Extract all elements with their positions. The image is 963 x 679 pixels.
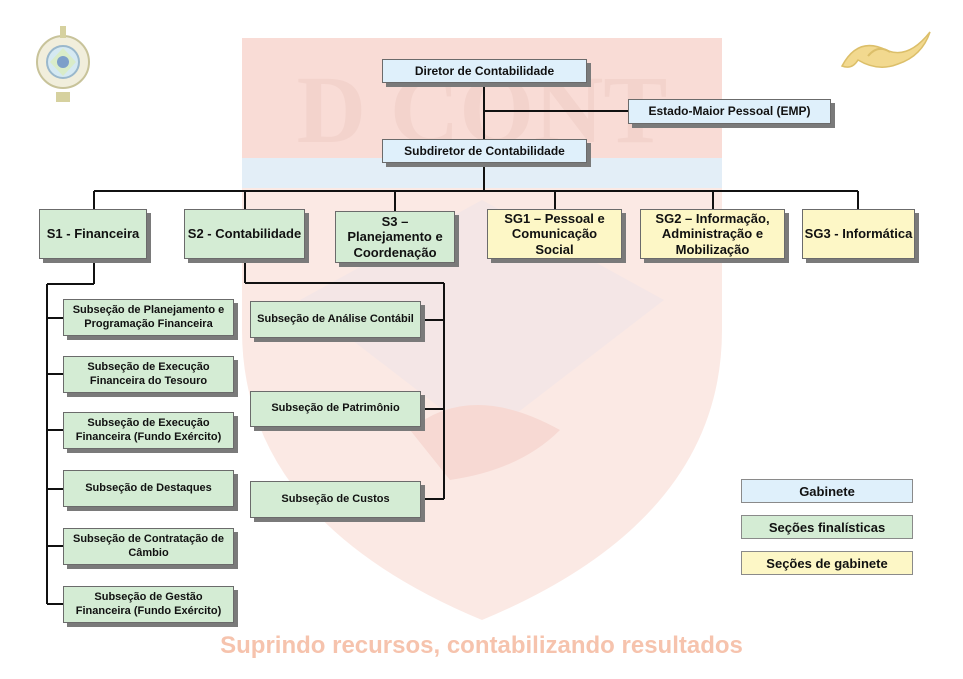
s2-subsection-2: Subseção de Patrimônio	[250, 391, 421, 427]
director-label: Diretor de Contabilidade	[414, 63, 555, 78]
section-sg3: SG3 - Informática	[802, 209, 915, 259]
section-sg2: SG2 – Informação, Administração e Mobili…	[640, 209, 785, 259]
gold-ornament-icon	[840, 31, 931, 68]
s1-subsection-1-label: Subseção de Planejamento e Programação F…	[72, 304, 225, 330]
s1-subsection-1: Subseção de Planejamento e Programação F…	[63, 299, 234, 336]
s1-subsection-4-label: Subseção de Destaques	[85, 481, 212, 494]
s1-subsection-3-label: Subseção de Execução Financeira (Fundo E…	[75, 417, 222, 443]
legend-secoes-gabinete-label: Seções de gabinete	[766, 555, 888, 571]
s1-subsection-2-label: Subseção de Execução Financeira do Tesou…	[87, 361, 210, 387]
army-emblem-icon	[36, 26, 90, 102]
section-sg2-label: SG2 – Informação, Administração e Mobili…	[655, 210, 770, 257]
s1-subsection-3: Subseção de Execução Financeira (Fundo E…	[63, 412, 234, 449]
s2-subsection-1-label: Subseção de Análise Contábil	[257, 312, 414, 325]
section-s2: S2 - Contabilidade	[184, 209, 305, 259]
staff-label: Estado-Maior Pessoal (EMP)	[648, 104, 811, 119]
legend-secoes-gabinete: Seções de gabinete	[741, 551, 913, 575]
section-sg3-label: SG3 - Informática	[804, 226, 913, 242]
staff-box: Estado-Maior Pessoal (EMP)	[628, 99, 831, 124]
slogan: Suprindo recursos, contabilizando result…	[220, 632, 743, 659]
section-sg1: SG1 – Pessoal e Comunicação Social	[487, 209, 622, 259]
s2-subsection-3: Subseção de Custos	[250, 481, 421, 518]
subdirector-label: Subdiretor de Contabilidade	[404, 143, 565, 158]
s1-subsection-5-label: Subseção de Contratação de Câmbio	[73, 533, 224, 559]
s1-subsection-2: Subseção de Execução Financeira do Tesou…	[63, 356, 234, 393]
s2-subsection-2-label: Subseção de Patrimônio	[271, 402, 400, 415]
section-sg1-label: SG1 – Pessoal e Comunicação Social	[504, 210, 605, 257]
legend-finalisticas: Seções finalísticas	[741, 515, 913, 539]
s1-subsection-4: Subseção de Destaques	[63, 470, 234, 507]
s1-subsection-6: Subseção de Gestão Financeira (Fundo Exé…	[63, 586, 234, 623]
section-s3: S3 – Planejamento e Coordenação	[335, 211, 455, 263]
s2-subsection-3-label: Subseção de Custos	[281, 492, 390, 505]
section-s1: S1 - Financeira	[39, 209, 147, 259]
section-s2-label: S2 - Contabilidade	[187, 226, 302, 242]
subdirector-box: Subdiretor de Contabilidade	[382, 139, 587, 163]
s2-subsection-1: Subseção de Análise Contábil	[250, 301, 421, 338]
legend-finalisticas-label: Seções finalísticas	[768, 519, 886, 535]
section-s1-label: S1 - Financeira	[46, 226, 140, 242]
legend-gabinete: Gabinete	[741, 479, 913, 503]
s1-subsection-5: Subseção de Contratação de Câmbio	[63, 528, 234, 565]
section-s3-label: S3 – Planejamento e Coordenação	[347, 213, 443, 260]
s1-subsection-6-label: Subseção de Gestão Financeira (Fundo Exé…	[75, 591, 222, 617]
director-box: Diretor de Contabilidade	[382, 59, 587, 83]
legend-gabinete-label: Gabinete	[799, 483, 855, 499]
